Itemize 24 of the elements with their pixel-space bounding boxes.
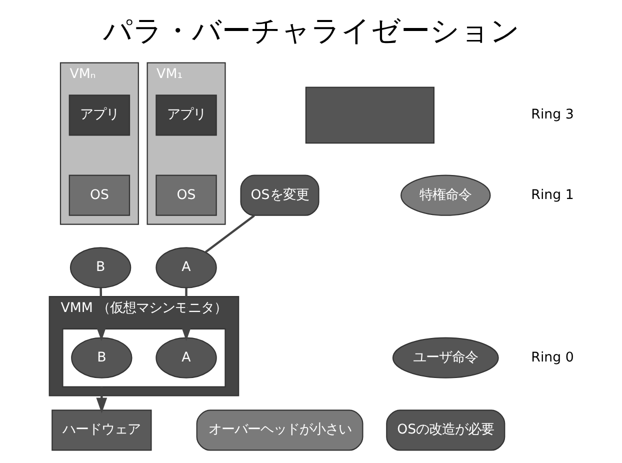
node-box: ハードウェア: [51, 410, 152, 451]
connector: [204, 214, 254, 253]
diagram-title: パラ・バーチャライゼーション: [102, 13, 520, 48]
arrow: [180, 288, 192, 342]
node-ellipse: ユーザ命令: [392, 337, 498, 378]
arrow: [96, 386, 107, 414]
node-box: オーバーヘッドが小さい: [196, 410, 363, 451]
label: Ring 3: [530, 108, 574, 123]
node-box: OSの改造が必要: [386, 410, 505, 451]
label: Ring 1: [530, 188, 574, 203]
node-ellipse: B: [69, 247, 131, 288]
label: Ring 0: [530, 350, 574, 366]
node-box: OS: [68, 174, 130, 216]
node-box: アプリ: [155, 94, 216, 136]
node-box: アプリ: [68, 94, 130, 136]
node-ellipse: A: [155, 247, 216, 288]
node-ellipse: A: [155, 337, 216, 378]
node-ellipse: 特権命令: [400, 174, 490, 216]
cluster: [62, 328, 226, 388]
arrow: [95, 288, 106, 342]
node-box: OSを変更: [240, 174, 319, 216]
node-box: [304, 86, 434, 144]
node-box: OS: [155, 174, 216, 216]
node-ellipse: B: [70, 337, 132, 378]
